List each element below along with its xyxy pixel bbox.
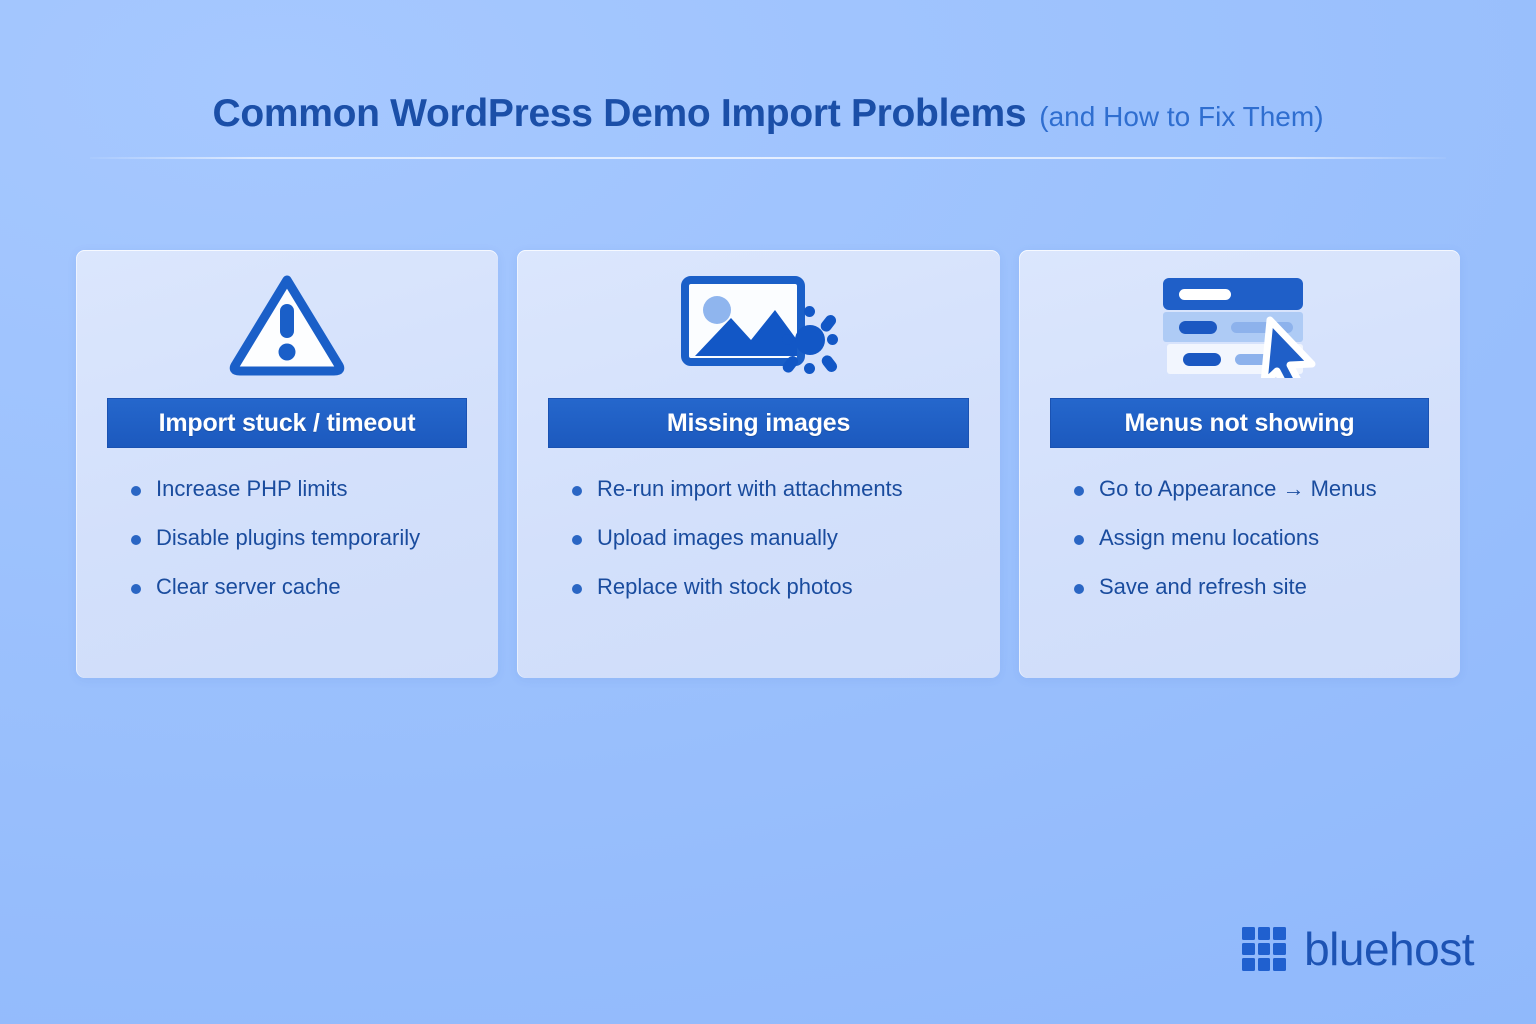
list-item-label: Save and refresh site (1099, 574, 1307, 600)
list-item: Re-run import with attachments (572, 476, 969, 501)
list-item-label: Replace with stock photos (597, 574, 853, 600)
bluehost-logo: bluehost (1242, 926, 1474, 972)
warning-triangle-icon (76, 250, 498, 398)
list-item: Increase PHP limits (131, 476, 467, 501)
list-item: Assign menu locations (1074, 525, 1429, 551)
problem-cards-container: Import stuck / timeout Increase PHP limi… (76, 250, 1460, 678)
menu-list-cursor-icon (1019, 250, 1460, 398)
card-menus-not-showing: Menus not showing Go to Appearance → Men… (1019, 250, 1460, 678)
bullet-icon (131, 535, 141, 546)
bullet-icon (1074, 535, 1084, 546)
bullet-icon (1074, 486, 1084, 496)
header: Common WordPress Demo Import Problems (an… (0, 92, 1536, 136)
list-item-label: Assign menu locations (1099, 525, 1320, 551)
card-import-stuck-timeout: Import stuck / timeout Increase PHP limi… (76, 250, 498, 678)
list-item-label: Re-run import with attachments (597, 476, 903, 501)
page-subtitle: (and How to Fix Them) (1039, 101, 1324, 132)
list-item: Clear server cache (131, 575, 467, 599)
list-item-label: Go to Appearance → Menus (1099, 476, 1377, 501)
list-item: Go to Appearance → Menus (1074, 476, 1429, 501)
fix-list: Increase PHP limits Disable plugins temp… (107, 476, 467, 625)
broken-image-icon (517, 250, 1000, 398)
list-item: Replace with stock photos (572, 575, 969, 599)
list-item: Save and refresh site (1074, 575, 1429, 599)
card-heading: Menus not showing (1124, 408, 1355, 437)
bullet-icon (1074, 584, 1084, 595)
bullet-icon (572, 535, 582, 546)
card-header-bar: Import stuck / timeout (107, 398, 467, 448)
list-item-label: Disable plugins temporarily (156, 525, 421, 551)
bullet-icon (572, 486, 582, 496)
bullet-icon (131, 584, 141, 595)
list-item: Upload images manually (572, 525, 969, 551)
title-line: Common WordPress Demo Import Problems (an… (212, 92, 1323, 136)
fix-list: Re-run import with attachments Upload im… (548, 476, 969, 625)
page-title: Common WordPress Demo Import Problems (212, 92, 1027, 135)
grid-3x3-icon (1242, 927, 1287, 971)
card-heading: Missing images (666, 408, 851, 437)
list-item-label: Clear server cache (156, 574, 341, 600)
card-missing-images: Missing images Re-run import with attach… (517, 250, 1000, 678)
card-heading: Import stuck / timeout (158, 408, 416, 437)
bullet-icon (572, 584, 582, 595)
card-header-bar: Missing images (548, 398, 969, 448)
list-item-label: Upload images manually (597, 525, 838, 551)
list-item-label: Increase PHP limits (156, 476, 348, 501)
logo-wordmark: bluehost (1304, 923, 1474, 975)
fix-list: Go to Appearance → Menus Assign menu loc… (1050, 476, 1429, 625)
header-divider (90, 157, 1446, 159)
list-item: Disable plugins temporarily (131, 525, 467, 551)
bullet-icon (131, 486, 141, 496)
card-header-bar: Menus not showing (1050, 398, 1429, 448)
